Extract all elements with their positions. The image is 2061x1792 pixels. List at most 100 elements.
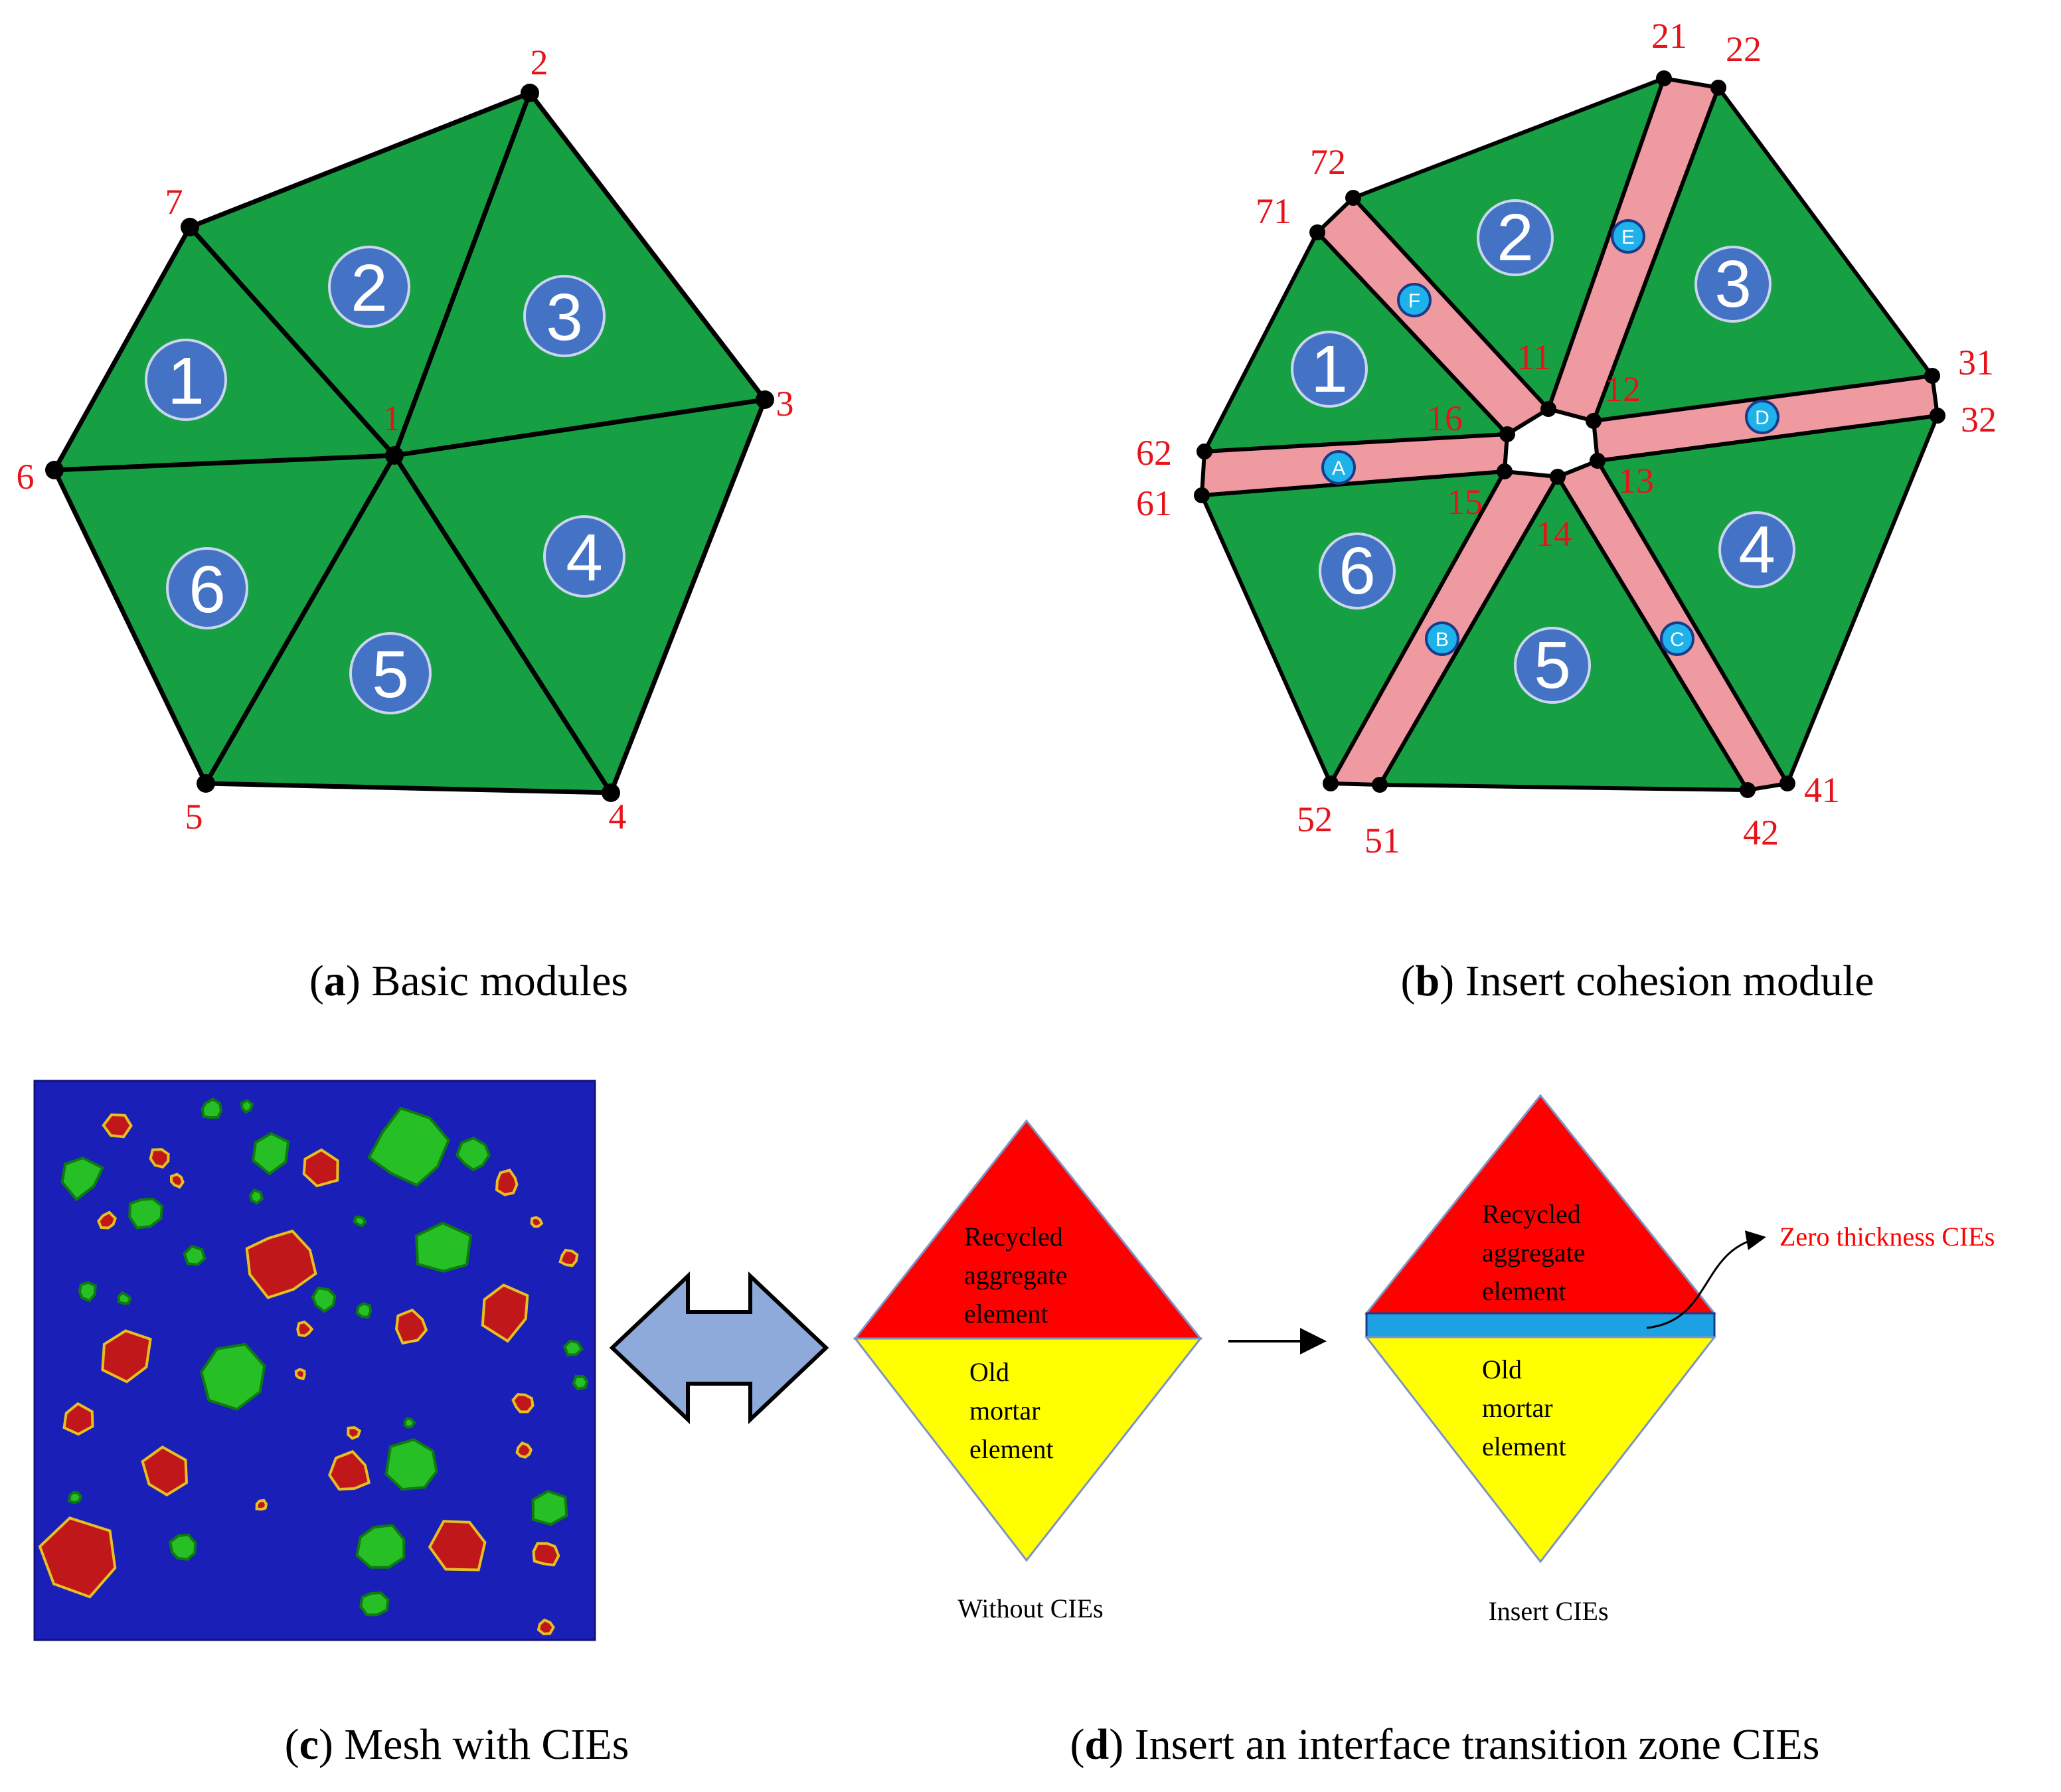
natural-aggregate-particle	[249, 1188, 264, 1205]
recycled-aggregate-particle	[495, 1169, 519, 1196]
mesh-aggregates	[38, 1098, 589, 1635]
natural-aggregate-particle	[562, 1339, 584, 1356]
panel-b-node	[1345, 190, 1361, 206]
cohesive-letter: E	[1621, 226, 1635, 248]
diamond-without-cies: Recycled aggregate element Old mortar el…	[853, 1119, 1203, 1623]
panel-a-node-labels: 1 2 3 4 5 6 7	[17, 42, 794, 837]
panel-b-node	[1194, 487, 1210, 503]
panel-a-basic-modules: 1 2 3 4 5 6 1 2 3 4 5 6 7	[17, 42, 794, 837]
node-label: 61	[1136, 483, 1172, 523]
panel-a-node	[756, 390, 774, 409]
panel-b-node	[1930, 408, 1945, 424]
panel-b-node	[1372, 777, 1388, 793]
natural-aggregate-particle	[367, 1106, 451, 1187]
node-label: 62	[1136, 433, 1172, 473]
recycled-aggregate-particle	[245, 1229, 317, 1299]
triangle-number-badge	[1694, 246, 1772, 323]
node-label: 41	[1804, 770, 1840, 810]
panel-a-node	[385, 446, 404, 465]
panel-b-node	[1309, 224, 1325, 240]
right-top-line-1: Recycled	[1482, 1199, 1581, 1229]
natural-aggregate-particle	[128, 1197, 164, 1230]
triangle-number-badge	[1291, 331, 1368, 408]
node-label: 5	[185, 797, 203, 837]
recycled-aggregate-particle	[170, 1173, 185, 1189]
triangle-number: 4	[1738, 513, 1775, 587]
recycled-aggregate-particle	[255, 1499, 268, 1511]
double-arrow-icon	[609, 1271, 829, 1424]
node-label: 21	[1651, 16, 1687, 56]
cohesive-letter: F	[1408, 290, 1420, 312]
recycled-aggregate-particle	[141, 1445, 189, 1497]
panel-a-node	[521, 84, 539, 102]
natural-aggregate-particle	[169, 1533, 197, 1561]
triangle-number-badge	[328, 246, 410, 328]
recycled-aggregate-particle	[530, 1216, 544, 1228]
panel-a-node	[181, 218, 199, 236]
zero-thickness-cie-band	[1365, 1312, 1716, 1339]
panel-a-node	[197, 774, 215, 793]
panel-b-cohesive-badges: A B C D E F	[1321, 219, 1779, 656]
recycled-aggregate-particle	[294, 1368, 306, 1380]
recycled-aggregate-particle	[101, 1329, 152, 1384]
natural-aggregate-particle	[403, 1416, 416, 1429]
panel-b-nodes	[1194, 70, 1945, 798]
cohesive-badge-E	[1611, 219, 1645, 254]
triangle-number: 5	[372, 637, 409, 712]
node-label: 13	[1618, 461, 1654, 501]
node-label: 12	[1605, 369, 1641, 409]
panel-b-node	[1196, 444, 1212, 459]
triangle-number: 3	[1714, 247, 1752, 321]
natural-aggregate-particle	[60, 1156, 105, 1202]
panel-b-triangle-badges: 1 2 3 4 5 6	[1291, 199, 1795, 704]
recycled-aggregate-particle	[558, 1248, 579, 1267]
caption-d: (d) Insert an interface transition zone …	[1070, 1720, 1820, 1769]
recycled-aggregate-particle	[328, 1449, 371, 1491]
cohesive-letter: C	[1670, 629, 1685, 651]
recycled-aggregate-particle	[38, 1516, 117, 1599]
triangle-number-badge	[145, 339, 227, 421]
natural-aggregate-particle	[355, 1523, 406, 1569]
panel-a-node	[602, 783, 620, 802]
triangle-number: 2	[1497, 201, 1534, 275]
panel-b-node	[1656, 70, 1672, 86]
cohesive-badge-F	[1397, 283, 1432, 317]
recycled-aggregate-particle	[394, 1308, 428, 1345]
natural-aggregate-particle	[384, 1438, 438, 1491]
triangle-number-badge	[1514, 627, 1591, 704]
natural-aggregate-particle	[200, 1343, 266, 1411]
natural-aggregate-particle	[353, 1215, 367, 1228]
node-label: 14	[1536, 514, 1572, 554]
node-label: 16	[1427, 398, 1463, 438]
cohesive-badge-A	[1321, 450, 1356, 485]
natural-aggregate-particle	[572, 1374, 589, 1391]
panel-c-mesh	[33, 1080, 596, 1641]
triangle-number: 3	[546, 280, 583, 355]
node-label: 6	[17, 457, 35, 497]
triangle-number-badge	[1477, 199, 1554, 276]
triangle-number: 2	[351, 251, 388, 325]
recycled-aggregate-particle	[536, 1618, 555, 1635]
left-bottom-line-1: Old	[969, 1357, 1009, 1387]
triangle-number-badge	[523, 275, 606, 357]
triangle-number-badge	[1319, 532, 1396, 610]
cohesive-letter: B	[1436, 629, 1449, 651]
panel-b-cohesion-module: 1 2 3 4 5 6 A B C D E F 11	[1136, 16, 1997, 860]
diamond-insert-cies: Recycled aggregate element Old mortar el…	[1364, 1094, 1995, 1626]
recycled-aggregate-particle	[515, 1441, 533, 1459]
node-label: 4	[609, 797, 627, 837]
panel-b-node	[1586, 413, 1602, 429]
recycled-aggregate-particle	[62, 1402, 94, 1436]
right-top-line-2: aggregate	[1482, 1238, 1585, 1267]
recycled-aggregate-particle	[149, 1148, 170, 1169]
triangle-number: 6	[1339, 534, 1376, 608]
left-top-line-1: Recycled	[964, 1222, 1063, 1252]
natural-aggregate-particle	[531, 1489, 568, 1526]
node-label: 32	[1961, 400, 1997, 440]
panel-b-node	[1924, 368, 1940, 384]
cohesive-letter: D	[1755, 407, 1770, 429]
panel-a-node	[45, 461, 64, 479]
triangle-number: 6	[189, 552, 226, 627]
right-top-line-3: element	[1482, 1276, 1566, 1306]
